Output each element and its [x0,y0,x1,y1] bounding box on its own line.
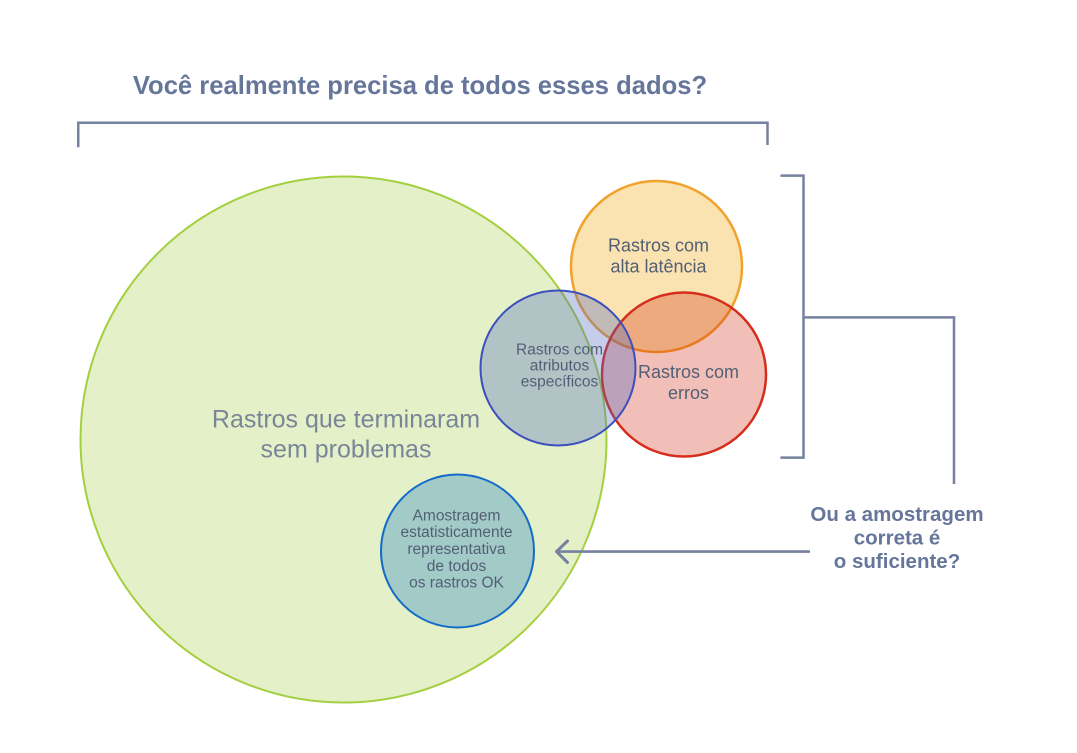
svg-text:estatisticamente: estatisticamente [401,524,513,541]
svg-text:representativa: representativa [407,541,506,558]
svg-text:sem problemas: sem problemas [261,436,432,464]
svg-text:Rastros com: Rastros com [516,342,603,359]
svg-text:atributos: atributos [530,358,590,375]
svg-text:Amostragem: Amostragem [413,507,501,524]
svg-text:Rastros com: Rastros com [638,362,739,382]
svg-text:Rastros com: Rastros com [608,236,709,256]
svg-text:correta é: correta é [854,526,941,549]
svg-text:os rastros OK: os rastros OK [409,575,504,592]
svg-text:Rastros que terminaram: Rastros que terminaram [212,406,480,434]
svg-text:específicos: específicos [521,374,599,391]
svg-text:de todos: de todos [427,558,487,575]
svg-text:Ou a amostragem: Ou a amostragem [810,503,983,526]
svg-text:alta latência: alta latência [610,257,707,277]
svg-text:o suficiente?: o suficiente? [834,550,960,573]
svg-text:erros: erros [668,383,709,403]
svg-text:Você realmente precisa de todo: Você realmente precisa de todos esses da… [133,72,707,100]
